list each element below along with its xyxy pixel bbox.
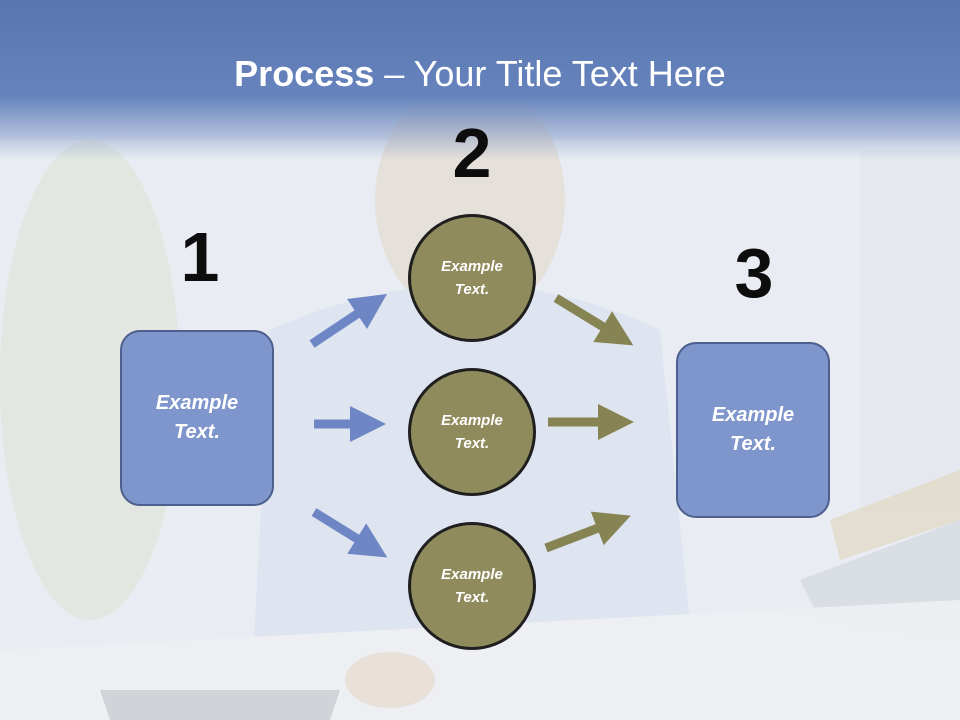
- arrow-top-to-right: [553, 294, 634, 346]
- right-process-box: Example Text.: [676, 342, 830, 518]
- left-process-box: Example Text.: [120, 330, 274, 506]
- circle-bottom: Example Text.: [408, 522, 536, 650]
- circle-middle-line1: Example: [441, 412, 503, 429]
- arrow-left-to-bottom: [311, 508, 388, 558]
- step-number-2: 2: [452, 114, 492, 192]
- slide-title: Process – Your Title Text Here: [0, 52, 960, 96]
- right-box-line1: Example: [711, 404, 795, 426]
- title-bold: Process: [234, 53, 375, 94]
- circle-top: Example Text.: [408, 214, 536, 342]
- circle-bottom-line2: Text.: [454, 589, 490, 606]
- circle-middle: Example Text.: [408, 368, 536, 496]
- circle-top-line2: Text.: [454, 281, 490, 298]
- title-banner: [0, 0, 960, 160]
- circle-top-line1: Example: [441, 258, 503, 275]
- title-rest: – Your Title Text Here: [374, 53, 726, 94]
- circle-bottom-line1: Example: [441, 566, 503, 583]
- arrow-bottom-to-right: [544, 511, 631, 553]
- step-number-3: 3: [734, 234, 774, 312]
- step-number-1: 1: [180, 218, 220, 296]
- left-box-line1: Example: [155, 392, 239, 414]
- right-box-line2: Text.: [730, 433, 776, 455]
- circle-middle-line2: Text.: [454, 435, 490, 452]
- arrow-left-to-top: [309, 294, 387, 348]
- left-box-line2: Text.: [174, 421, 220, 443]
